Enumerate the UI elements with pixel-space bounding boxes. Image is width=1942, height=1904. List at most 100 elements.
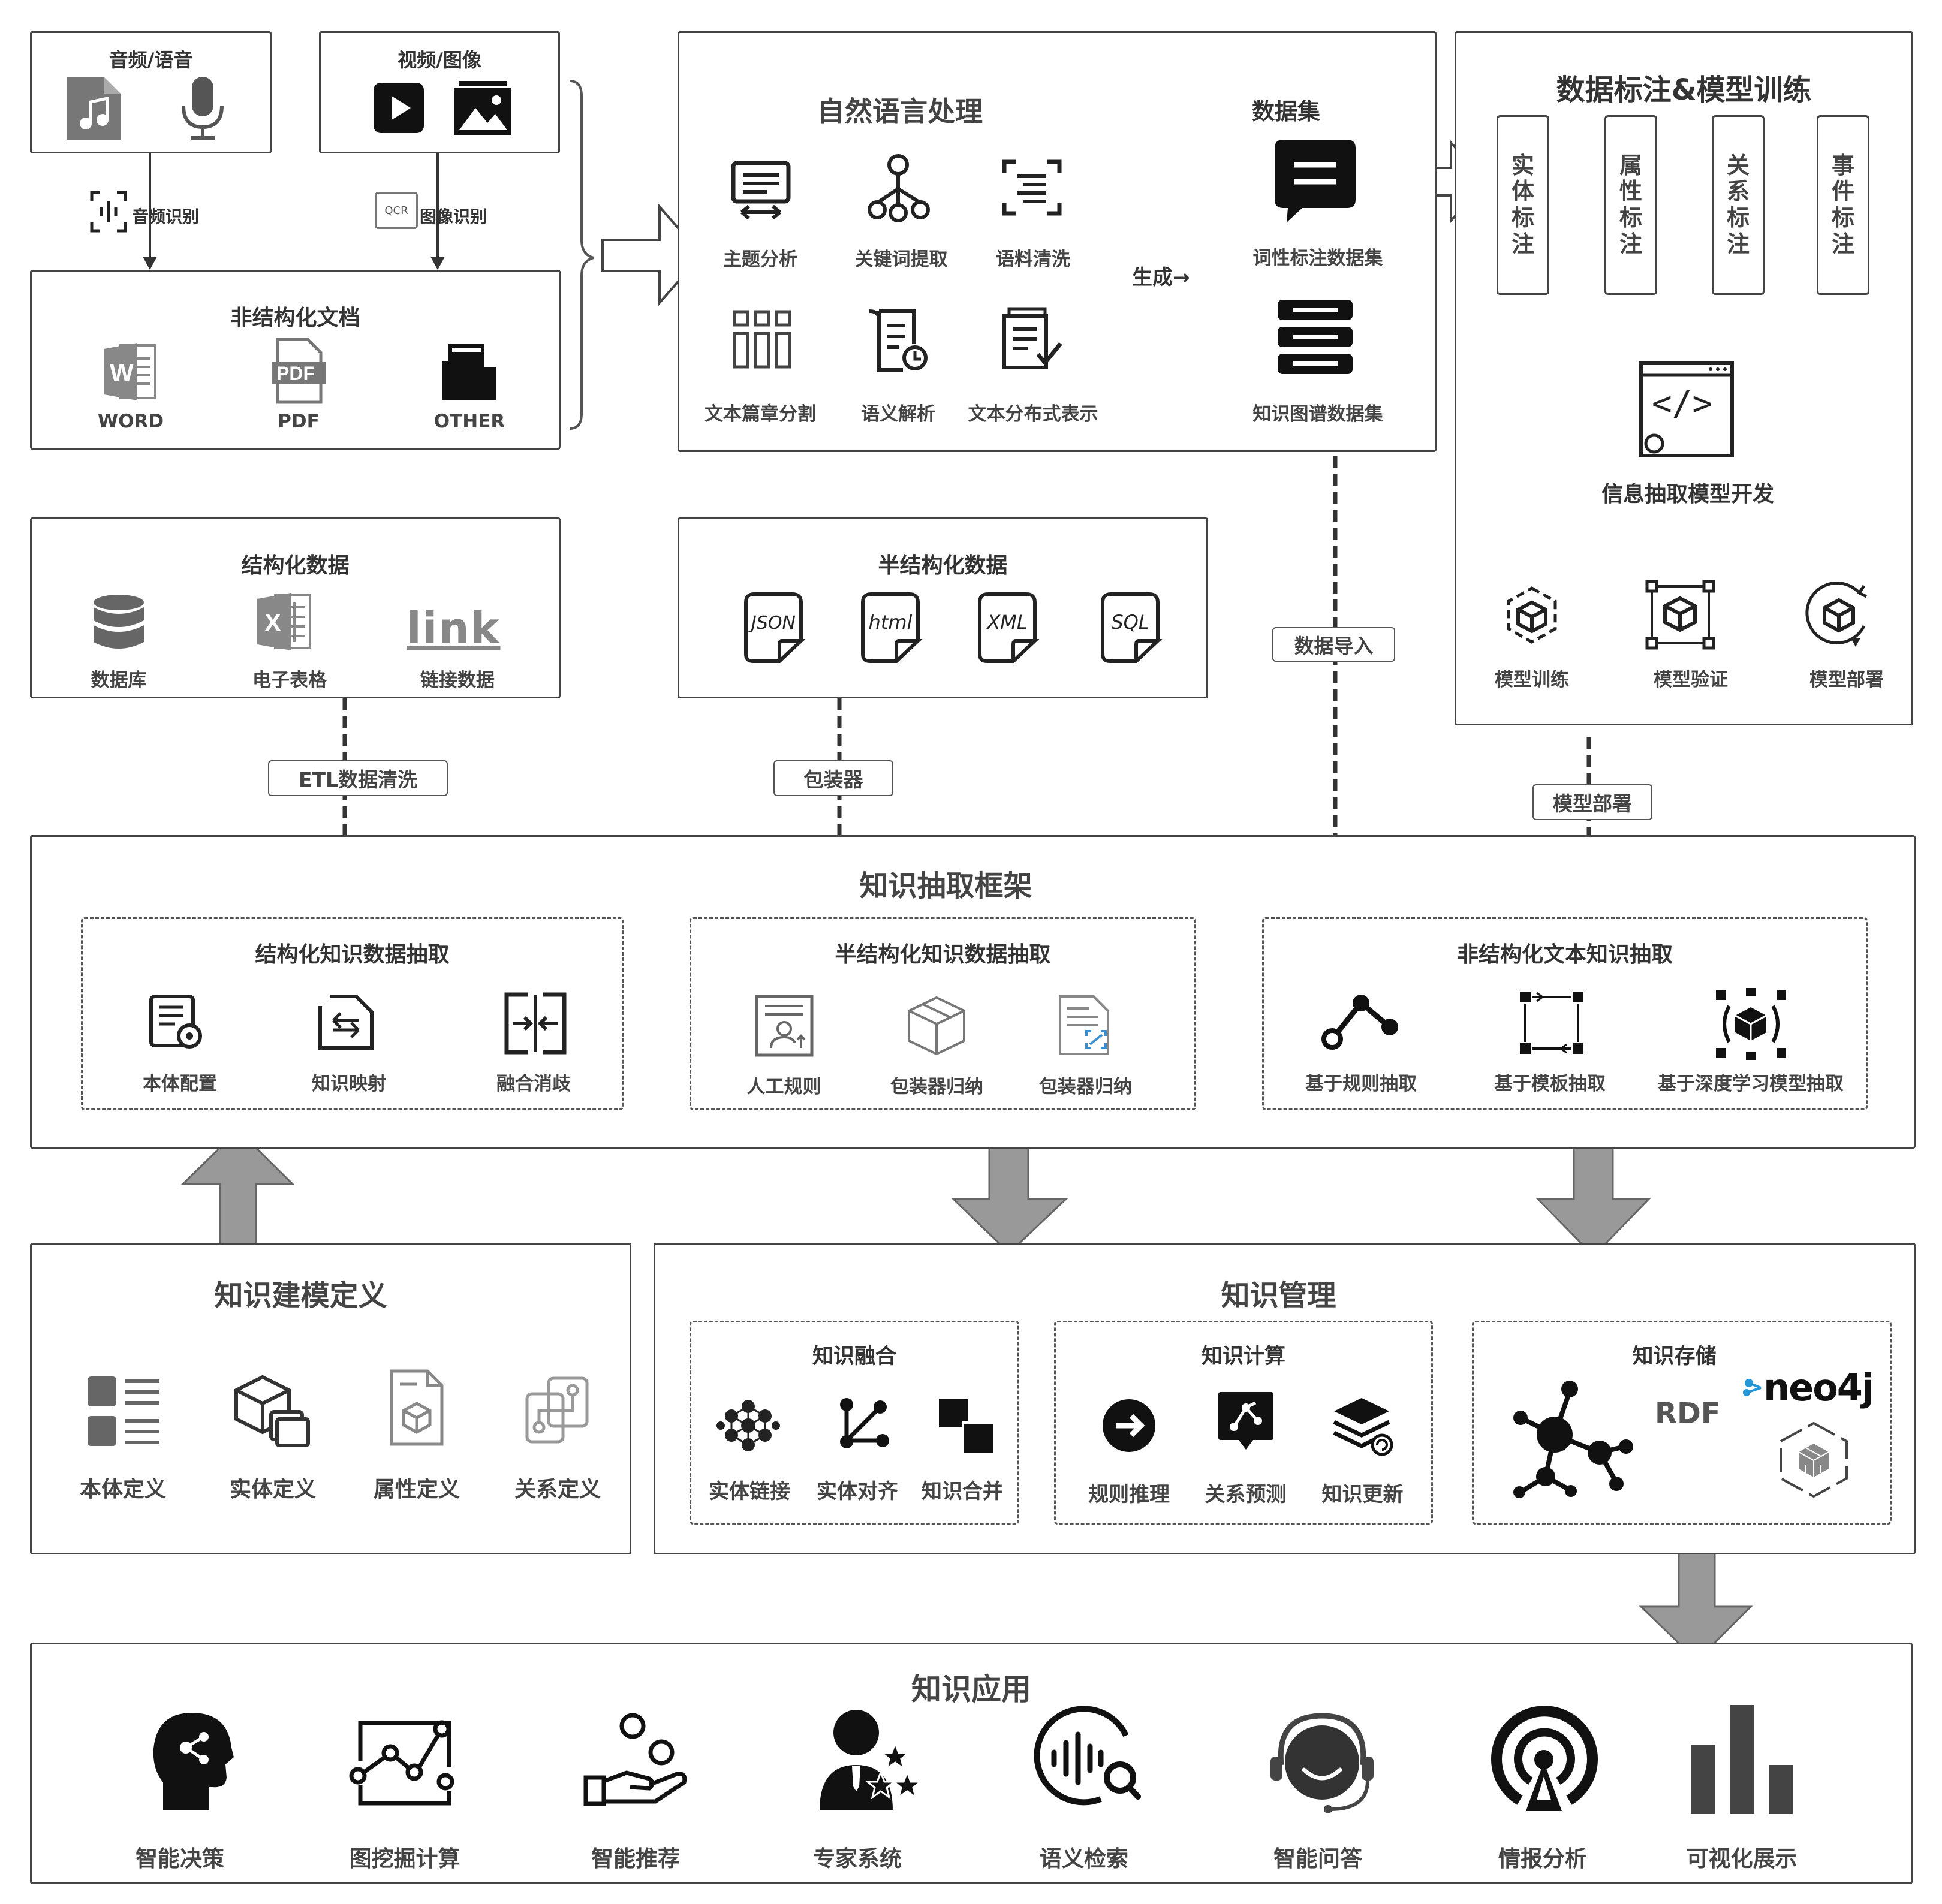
rdf-label: RDF — [1655, 1397, 1721, 1430]
annotation-label-text-0: 实体标注 — [1511, 152, 1534, 257]
relation-definition-icon — [522, 1373, 594, 1448]
doc-item-pdf: PDF — [278, 411, 320, 432]
manual-rule-icon — [752, 992, 815, 1058]
audio-box: 音频/语音 — [30, 31, 272, 153]
annotation-title: 数据标注&模型训练 — [1556, 73, 1812, 107]
knowledge-merge-icon — [932, 1392, 998, 1458]
semantic-search-icon — [1028, 1703, 1142, 1810]
fusion-item-0: 实体链接 — [709, 1480, 790, 1504]
unstructured-extraction-box: 非结构化文本知识抽取 — [1262, 917, 1868, 1110]
nlp-title: 自然语言处理 — [817, 95, 983, 128]
semi-extraction-item-1: 包装器归纳 — [890, 1076, 983, 1098]
semi-title: 半结构化数据 — [878, 553, 1008, 578]
structured-title: 结构化数据 — [241, 553, 350, 578]
distributed-representation-icon — [1000, 306, 1066, 372]
application-item-7: 可视化展示 — [1686, 1846, 1798, 1872]
sql-file-icon: SQL — [1097, 590, 1163, 665]
framework-down-arrow-1 — [951, 1132, 1068, 1255]
semi-extraction-title: 半结构化知识数据抽取 — [835, 942, 1051, 967]
fusion-item-2: 知识合并 — [922, 1480, 1003, 1504]
word-icon: W — [101, 339, 161, 405]
knowledge-update-icon — [1330, 1394, 1396, 1460]
dataset-item-1: 知识图谱数据集 — [1252, 403, 1383, 425]
compute-title: 知识计算 — [1201, 1345, 1285, 1369]
image-recognition-label: 图像识别 — [420, 207, 487, 227]
chat-dataset-icon — [1273, 138, 1357, 225]
annotation-label-text-1: 属性标注 — [1619, 152, 1642, 257]
smart-qa-icon — [1266, 1706, 1377, 1816]
framework-down-arrow-2 — [1535, 1135, 1651, 1258]
template-extraction-icon — [1517, 989, 1586, 1056]
sql-label: SQL — [1111, 611, 1149, 634]
neo4j-text: neo4j — [1763, 1366, 1874, 1409]
json-file-icon: JSON — [740, 590, 806, 665]
structured-item-2: 链接数据 — [420, 670, 495, 691]
xml-file-icon: XML — [974, 590, 1040, 665]
semantic-parsing-icon — [865, 306, 931, 375]
structured-extraction-title: 结构化知识数据抽取 — [255, 942, 450, 967]
annotation-label-attribute: 属性标注 — [1604, 115, 1657, 295]
application-item-0: 智能决策 — [136, 1846, 224, 1872]
graph-network-icon — [1508, 1373, 1637, 1499]
annotation-label-entity: 实体标注 — [1497, 115, 1549, 295]
fusion-title: 知识融合 — [812, 1345, 896, 1369]
knowledge-mapping-icon — [316, 992, 376, 1052]
structured-data-box: 结构化数据 数据库 X 电子表格 link 链接数据 — [30, 517, 561, 698]
code-glyph-text: </> — [1652, 384, 1712, 423]
visualization-icon — [1688, 1703, 1796, 1816]
structured-extraction-item-2: 融合消歧 — [496, 1073, 571, 1095]
excel-icon: X — [255, 590, 315, 653]
pdf-icon-text: PDF — [276, 363, 315, 384]
wrapper-induction-doc-icon — [1054, 992, 1114, 1058]
ocr-icon: QCR — [375, 192, 418, 229]
application-item-2: 智能推荐 — [591, 1846, 680, 1872]
generate-label: 生成→ — [1132, 266, 1190, 290]
management-title: 知识管理 — [1221, 1279, 1336, 1312]
rule-reasoning-icon — [1097, 1394, 1160, 1457]
sources-bracket — [569, 80, 594, 430]
video-box-title: 视频/图像 — [398, 49, 481, 71]
ocr-icon-text: QCR — [384, 204, 408, 217]
semi-structured-box: 半结构化数据 JSON html XML SQL — [678, 517, 1208, 698]
text-segmentation-icon — [730, 308, 793, 370]
model-item-0: 模型训练 — [1495, 669, 1569, 691]
annotation-label-text-3: 事件标注 — [1831, 152, 1854, 257]
keyword-extraction-icon — [865, 153, 931, 225]
entity-definition-icon — [231, 1372, 310, 1450]
link-logo-text: link — [407, 603, 501, 653]
model-deploy-icon — [1802, 580, 1877, 652]
etl-tag: ETL数据清洗 — [268, 760, 448, 796]
model-train-icon — [1494, 580, 1569, 652]
word-icon-text: W — [110, 358, 134, 387]
structured-extraction-item-1: 知识映射 — [312, 1073, 386, 1095]
rule-extraction-icon — [1316, 988, 1406, 1057]
entity-align-icon — [830, 1392, 893, 1455]
knowledge-modeling-box: 知识建模定义 — [30, 1243, 631, 1554]
dataset-item-0: 词性标注数据集 — [1252, 248, 1383, 269]
dataset-title: 数据集 — [1252, 98, 1321, 125]
neo4j-cube-icon — [1772, 1418, 1856, 1502]
compute-item-2: 知识更新 — [1321, 1483, 1404, 1507]
smart-decision-icon — [147, 1709, 240, 1813]
topic-analysis-icon — [729, 158, 792, 224]
play-icon — [372, 81, 426, 135]
application-item-6: 情报分析 — [1498, 1846, 1587, 1872]
unstructured-extraction-title: 非结构化文本知识抽取 — [1456, 942, 1673, 967]
application-item-5: 智能问答 — [1273, 1846, 1362, 1872]
nlp-item-3: 文本篇章分割 — [704, 403, 816, 425]
semi-extraction-item-0: 人工规则 — [746, 1076, 821, 1098]
nlp-item-2: 语料清洗 — [996, 249, 1070, 270]
wrapper-tag: 包装器 — [773, 760, 893, 796]
annotation-label-event: 事件标注 — [1817, 115, 1869, 295]
application-item-4: 语义检索 — [1040, 1846, 1128, 1872]
database-icon — [90, 592, 147, 652]
relation-predict-icon — [1214, 1388, 1277, 1457]
storage-title: 知识存储 — [1632, 1345, 1717, 1369]
entity-link-icon — [716, 1394, 780, 1457]
doc-item-other: OTHER — [433, 411, 505, 432]
annotation-label-text-2: 关系标注 — [1726, 152, 1750, 257]
wrapper-induction-box-icon — [904, 992, 970, 1058]
microphone-icon — [176, 75, 230, 141]
modeling-up-arrow — [180, 1128, 295, 1251]
compute-item-1: 关系预测 — [1205, 1483, 1287, 1507]
